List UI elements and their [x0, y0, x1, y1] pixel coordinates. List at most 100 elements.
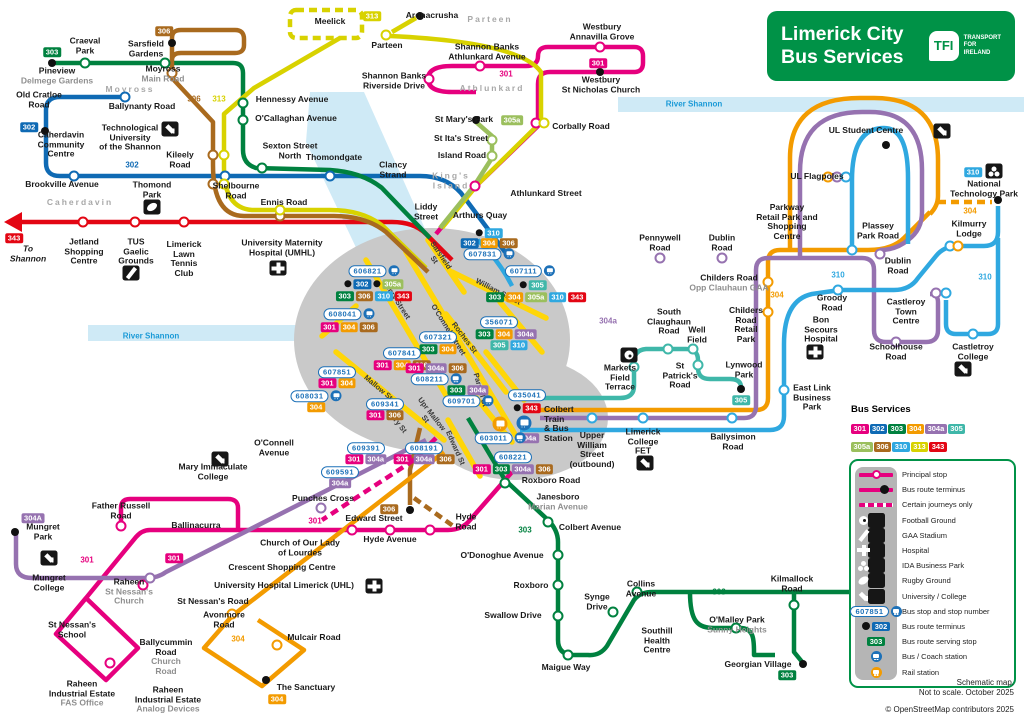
route-chip: 301 — [366, 410, 384, 420]
route-chip: 301 — [393, 454, 412, 464]
bus-stop-icon — [544, 265, 556, 277]
route-chip: 302 — [460, 238, 479, 248]
route-chip: 303 — [867, 636, 885, 647]
legend-symbol-terminus — [855, 485, 897, 495]
principal-stop — [499, 477, 511, 489]
principal-stop — [762, 306, 774, 318]
stop-label: O'Callaghan Avenue — [255, 113, 337, 124]
route-number-label: 304a — [599, 316, 617, 326]
route-chip: 306 — [359, 322, 378, 332]
map-note: Not to scale. October 2025 — [918, 688, 1014, 698]
stop-number-text: 608041 — [323, 308, 362, 320]
stop-number-text: 608221 — [493, 451, 533, 463]
stop-label: Athlunkard Street — [510, 188, 582, 199]
stop-label: Corbally Road — [552, 121, 610, 132]
stop-label: Ballinacurra — [171, 520, 221, 531]
university-icon — [933, 123, 951, 139]
bus-stop-number: 608031 — [290, 390, 342, 402]
bus-stop-number: 607111 — [504, 265, 556, 277]
route-number-label: 310 — [831, 270, 845, 280]
university-icon — [867, 588, 885, 604]
rugby-icon — [867, 573, 885, 589]
legend-symbol-football — [855, 512, 897, 528]
university-icon — [40, 550, 58, 566]
terminus-dot — [862, 622, 871, 631]
route-chip: 304a — [413, 454, 435, 464]
legend-item-label: Rail station — [902, 667, 940, 677]
ida-icon — [985, 163, 1003, 179]
legend-item-label: Principal stop — [902, 470, 948, 480]
stop-label: Hyde Avenue — [363, 534, 417, 545]
route-chip: 343 — [394, 291, 413, 301]
route-number-label: 304 — [770, 290, 784, 300]
bus-stop-number: 607321 — [418, 331, 458, 343]
route-badge-chip: 343 — [5, 233, 23, 243]
bus-stop-number: 635041 — [507, 389, 547, 401]
route-chip: 306 — [386, 410, 404, 420]
legend-item-label: Bus route serving stop — [902, 637, 977, 647]
routes-serving-stop: 304a — [329, 478, 351, 488]
bus-stop-number: 356071 — [479, 316, 519, 328]
route-number-label: 301 — [80, 555, 94, 565]
legend-route-chip: 304 — [906, 424, 925, 434]
rail-station-icon — [870, 666, 882, 678]
principal-stop — [423, 73, 435, 85]
route-chip: 304 — [340, 322, 358, 332]
bus-stop-number: 609701 — [442, 395, 494, 407]
stop-label: Maigue Way — [541, 662, 591, 673]
football-icon — [620, 347, 638, 363]
bus-stop-icon — [450, 373, 462, 385]
principal-stop — [346, 524, 358, 536]
legend-item-label: IDA Business Park — [902, 561, 965, 571]
stop-label: University Hospital Limerick (UHL) — [214, 580, 354, 591]
route-chip: 302 — [353, 279, 371, 289]
bus-stop-icon — [514, 432, 526, 444]
route-badge-chip: 301 — [165, 553, 183, 563]
route-chip: 303 — [335, 291, 354, 301]
stop-label: UL Student Centre — [828, 125, 904, 136]
principal-stop — [207, 178, 219, 190]
legend-route-chip: 303 — [888, 424, 906, 434]
route-terminus — [472, 116, 480, 124]
university-icon — [161, 121, 179, 137]
principal-stop — [726, 412, 738, 424]
route-badge: 310 — [964, 167, 982, 177]
route-chip: 304a — [466, 385, 489, 395]
route-number-label: 301 — [499, 69, 513, 79]
legend-symbol-hospital — [855, 543, 897, 559]
football-icon — [867, 512, 885, 528]
legend-item-rail: Rail station — [855, 664, 1009, 679]
route-terminus — [48, 59, 56, 67]
principal-stop — [218, 149, 230, 161]
legend-item-label: Bus stop and stop number — [902, 606, 990, 616]
principal-stop — [940, 287, 952, 299]
route-chip: 306 — [535, 464, 554, 474]
legend-item-label: Hospital — [902, 546, 930, 556]
route-badge: 304A — [21, 513, 45, 523]
stop-label: Swallow Drive — [484, 610, 542, 621]
route-badge: 304 — [268, 694, 286, 704]
tfi-logo-caption: TRANSPORT FOR IRELAND — [963, 34, 1001, 56]
